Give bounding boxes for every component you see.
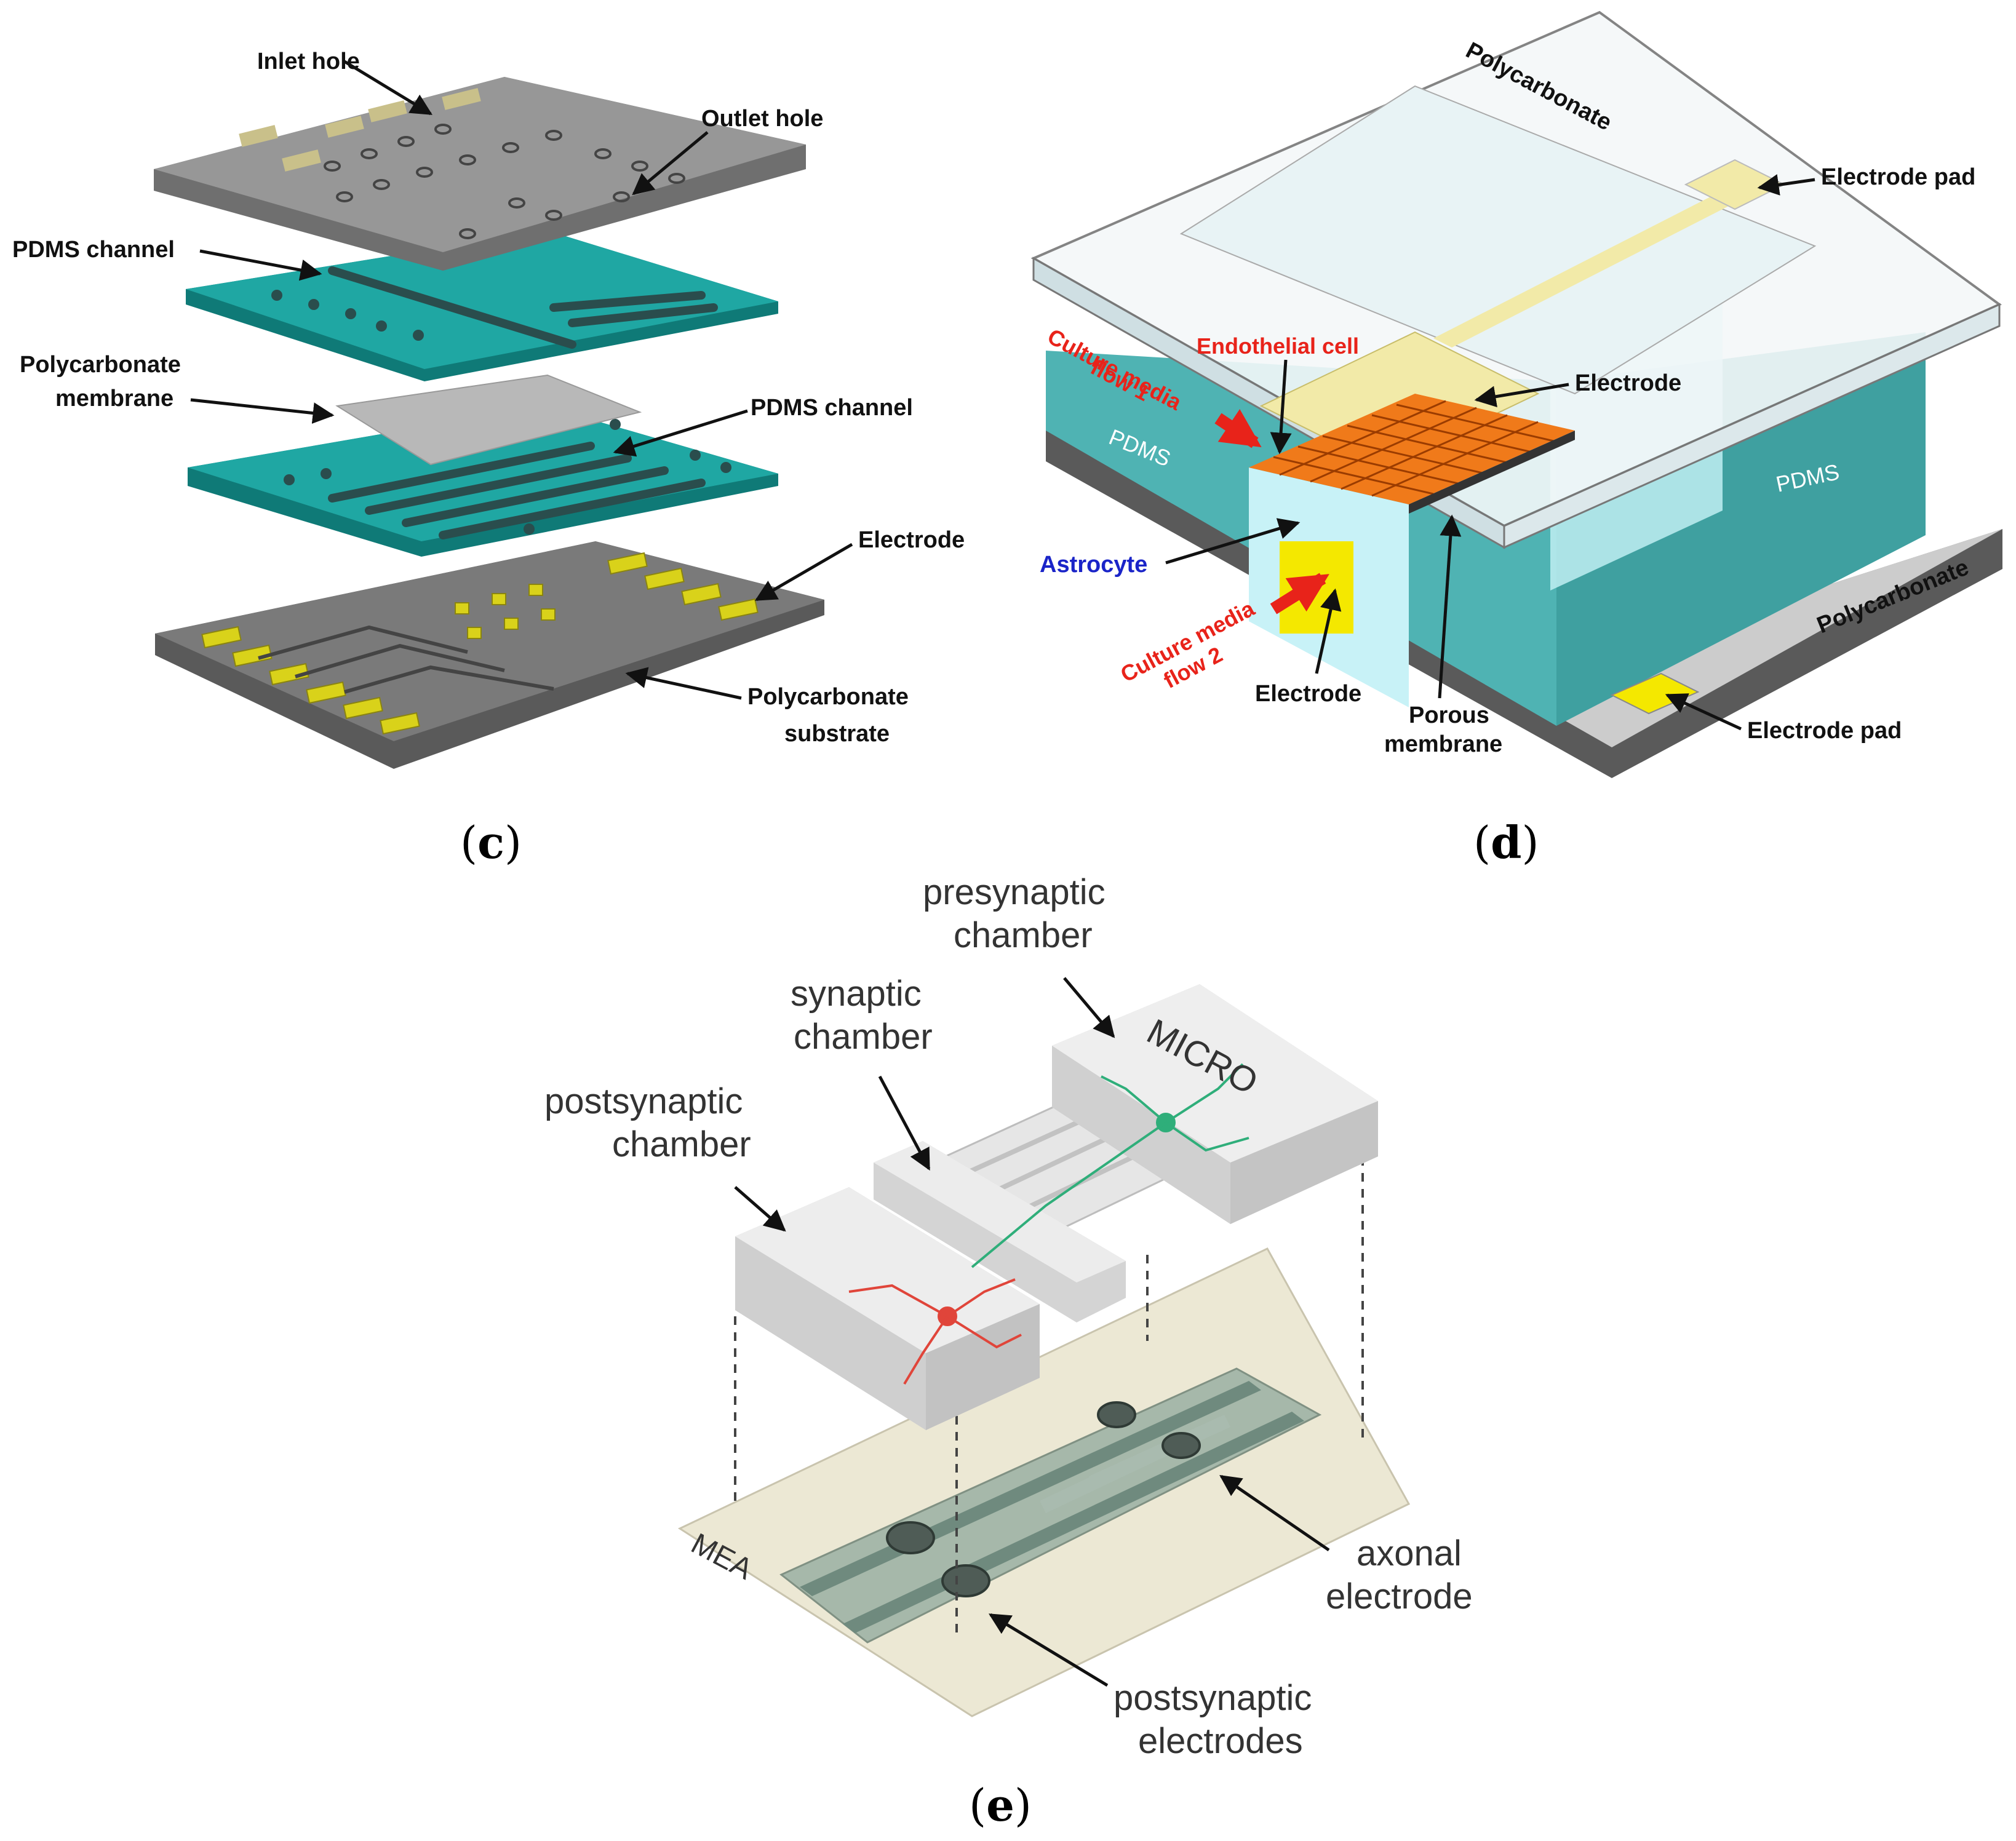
arrow-electrode-pad-bottom [1665,693,1742,731]
arrow-porous-membrane [1438,514,1462,699]
arrow-electrode-top [1474,383,1569,408]
label-synaptic-2: chamber [794,1017,933,1057]
flow1-arrow [1214,408,1262,448]
arrow-presynaptic [1063,977,1115,1038]
label-electrode-c: Electrode [858,527,965,553]
label-presynaptic-2: chamber [954,915,1093,955]
arrow-outlet-hole [632,131,709,196]
arrow-astrocyte [1165,518,1301,565]
pdms-channel-upper-layer [186,231,778,381]
mea-channel [779,1367,1322,1644]
caption-e: (e) [969,1779,1032,1831]
label-axonal-1: axonal [1357,1533,1462,1573]
arrow-postsyn-electrodes [989,1613,1109,1687]
postsynaptic-neuron [848,1278,1022,1385]
electrode-pad-bottom [1610,672,1700,715]
caption-d: (d) [1473,816,1539,869]
arrow-polycarbonate-membrane [190,398,335,424]
panel-e: MICRO MEA presynaptic chamber synaptic c… [544,872,1473,1831]
top-cover-layer [154,77,806,271]
flow2-arrow [1270,573,1329,614]
label-porous-membrane-2: membrane [1384,731,1502,757]
label-astrocyte: Astrocyte [1040,552,1147,578]
label-pdms-channel-bottom: PDMS channel [751,395,913,421]
arrow-polycarbonate-substrate [625,667,742,700]
postsynaptic-chamber-block [735,1187,1040,1430]
label-electrode-top: Electrode [1575,370,1681,396]
label-porous-membrane-1: Porous [1409,702,1489,728]
label-postsynaptic-2: chamber [612,1124,751,1164]
polycarbonate-substrate-layer [155,541,824,769]
label-inlet-hole: Inlet hole [257,49,360,74]
axonal-electrode-holes [1097,1401,1201,1459]
label-polycarbonate-substrate-1: Polycarbonate [747,684,909,710]
arrow-pdms-channel-top [199,249,322,281]
arrow-electrode-bottom [1315,588,1342,674]
electrode-pads [201,552,759,735]
caption-c: (c) [460,816,522,869]
label-axonal-2: electrode [1326,1577,1473,1616]
arrow-electrode-pad-top [1757,174,1815,196]
polycarbonate-bottom-layer [1046,424,2002,778]
panel-c: Inlet hole Outlet hole PDMS channel Poly… [12,49,965,869]
label-pdms-channel-top: PDMS channel [12,237,175,263]
arrow-postsynaptic [734,1186,786,1232]
label-synaptic-1: synaptic [791,974,922,1014]
postsynaptic-electrode-holes [886,1521,990,1597]
arrow-inlet-hole [343,60,432,116]
synaptic-chamber-block [874,1141,1126,1322]
label-polycarbonate-substrate-2: substrate [784,721,890,747]
endothelial-cell-grid [1249,394,1575,514]
arrow-synaptic [878,1075,931,1171]
presynaptic-chamber-block [1052,984,1378,1224]
label-postsynaptic-1: postsynaptic [544,1081,743,1121]
label-presynaptic-1: presynaptic [923,872,1106,912]
label-polycarbonate-membrane-1: Polycarbonate [20,352,181,378]
label-electrode-pad-top: Electrode pad [1821,164,1975,190]
label-postsyn-electrodes-1: postsynaptic [1114,1678,1312,1718]
label-postsyn-electrodes-2: electrodes [1138,1721,1303,1761]
label-polycarbonate-membrane-2: membrane [55,386,173,412]
label-endothelial-cell: Endothelial cell [1197,333,1359,359]
presynaptic-neuron [971,1063,1249,1268]
arrow-endothelial-cell [1270,359,1292,455]
polycarbonate-membrane-layer [335,374,642,466]
arrow-electrode-c [754,543,853,602]
arrow-pdms-channel-bottom [613,409,748,457]
label-outlet-hole: Outlet hole [701,106,823,132]
label-electrode-pad-bottom: Electrode pad [1747,718,1902,744]
panel-d: Polycarbonate Electrode pad Culture medi… [1030,10,2002,869]
label-electrode-bottom: Electrode [1255,681,1361,707]
glass-top-layer [1030,10,2002,549]
arrow-axonal [1219,1474,1330,1552]
